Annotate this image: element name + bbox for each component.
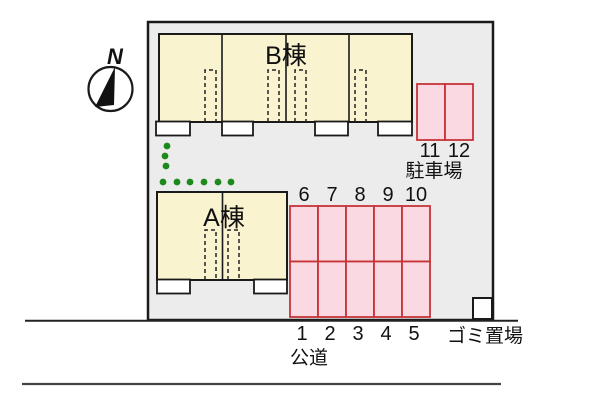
building-a-entry-path [227,229,240,280]
parking-grid [289,205,431,318]
compass-needle-icon [95,67,115,107]
parking-stall [401,260,431,318]
parking-stall [373,205,403,263]
building-b-entry-path [354,69,367,122]
parking-stall [345,260,375,318]
building-b-porch [155,120,191,137]
parking-stall-label: 12 [448,140,470,162]
compass: N [87,44,134,113]
parking-stall [289,260,319,318]
parking-stall [373,260,403,318]
parking-stall-label: 4 [380,323,391,345]
parking-stall-label: 8 [354,184,365,206]
building-b: B棟 [155,33,413,137]
parking-stall [317,205,347,263]
parking-stall [317,260,347,318]
building-b-entry-path [204,69,217,122]
pathway-dot [227,178,235,186]
building-b-label: B棟 [265,42,307,70]
parking-area-label: 駐車場 [405,160,462,182]
building-a-porch [253,278,288,295]
parking-stall-label: 10 [405,184,427,206]
public-road-label: 公道 [290,347,328,369]
building-b-porch [314,120,349,137]
parking-stall [289,205,319,263]
pathway-dot [163,142,171,150]
parking-stall-label: 6 [298,184,309,206]
parking-stall-label: 5 [408,323,419,345]
parking-stall [416,83,446,141]
pathway-dot [186,178,194,186]
parking-stall [401,205,431,263]
building-a-label: A棟 [203,204,245,232]
pathway-dot [159,178,167,186]
compass-north-label: N [107,44,124,69]
pathway-dot [214,178,222,186]
parking-stall-label: 2 [324,323,335,345]
garbage-box [472,297,493,320]
building-a-porch [156,278,191,295]
parking-stall [444,83,474,141]
garbage-area-label: ゴミ置場 [447,325,523,347]
building-a: A棟 [156,191,288,295]
building-b-entry-path [294,69,307,122]
walkway-dots [159,142,235,186]
parking-stall-label: 3 [352,323,363,345]
pathway-dot [200,178,208,186]
parking-side-block [416,83,474,141]
pathway-dot [161,152,169,160]
building-b-entry-path [267,69,280,122]
parking-stall-label: 11 [420,140,441,162]
building-b-porch [377,120,413,137]
parking-stall-label: 1 [296,323,307,345]
building-b-porch [221,120,254,137]
pathway-dot [162,162,170,170]
pathway-dot [173,178,181,186]
parking-stall-label: 9 [382,184,393,206]
parking-stall [345,205,375,263]
parking-stall-label: 7 [326,184,337,206]
building-a-entry-path [204,229,217,280]
